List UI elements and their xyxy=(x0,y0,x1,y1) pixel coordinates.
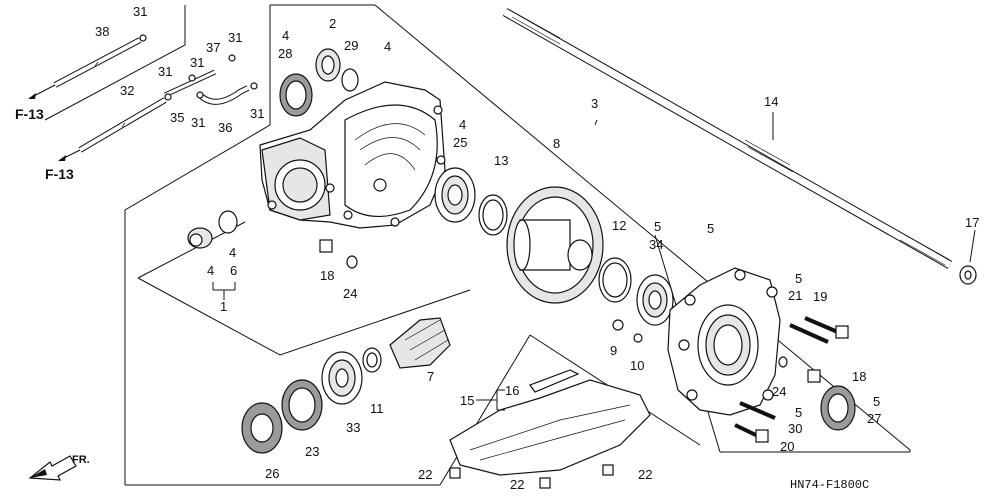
breather-tubes xyxy=(28,34,258,161)
callout-16[interactable]: 16 xyxy=(505,383,519,398)
pinion-assembly xyxy=(241,317,451,454)
callout-31[interactable]: 31 xyxy=(133,4,147,19)
callout-24[interactable]: 24 xyxy=(343,286,357,301)
bearings-middle xyxy=(598,257,674,326)
callout-17[interactable]: 17 xyxy=(965,215,979,230)
callout-29[interactable]: 29 xyxy=(344,38,358,53)
final-gear-case xyxy=(259,81,446,229)
callout-7[interactable]: 7 xyxy=(427,369,434,384)
callout-5[interactable]: 5 xyxy=(795,405,802,420)
skid-plate xyxy=(449,369,651,489)
callout-5[interactable]: 5 xyxy=(654,219,661,234)
callout-26[interactable]: 26 xyxy=(265,466,279,481)
callout-22[interactable]: 22 xyxy=(418,467,432,482)
callout-24[interactable]: 24 xyxy=(772,384,786,399)
callout-5[interactable]: 5 xyxy=(873,394,880,409)
callout-31[interactable]: 31 xyxy=(158,64,172,79)
housing-seals xyxy=(187,48,359,269)
callout-31[interactable]: 31 xyxy=(191,115,205,130)
bolts-right xyxy=(734,316,856,443)
callout-4[interactable]: 4 xyxy=(384,39,391,54)
callout-21[interactable]: 21 xyxy=(788,288,802,303)
callout-8[interactable]: 8 xyxy=(553,136,560,151)
callout-35[interactable]: 35 xyxy=(170,110,184,125)
callout-15[interactable]: 15 xyxy=(460,393,474,408)
callout-31[interactable]: 31 xyxy=(228,30,242,45)
callout-37[interactable]: 37 xyxy=(206,40,220,55)
gear-case-cover xyxy=(612,267,781,416)
front-mark-label: FR. xyxy=(72,454,90,466)
callout-4[interactable]: 4 xyxy=(459,117,466,132)
callout-19[interactable]: 19 xyxy=(813,289,827,304)
callout-1[interactable]: 1 xyxy=(220,299,227,314)
callout-18[interactable]: 18 xyxy=(320,268,334,283)
callout-23[interactable]: 23 xyxy=(305,444,319,459)
leader-lines xyxy=(212,112,976,411)
callout-5[interactable]: 5 xyxy=(795,271,802,286)
callout-11[interactable]: 11 xyxy=(370,401,384,416)
callout-22[interactable]: 22 xyxy=(638,467,652,482)
callout-20[interactable]: 20 xyxy=(780,439,794,454)
callout-14[interactable]: 14 xyxy=(764,94,778,109)
ring-gear xyxy=(506,186,604,304)
callout-4[interactable]: 4 xyxy=(207,263,214,278)
callout-25[interactable]: 25 xyxy=(453,135,467,150)
callout-18[interactable]: 18 xyxy=(852,369,866,384)
callout-28[interactable]: 28 xyxy=(278,46,292,61)
callout-13[interactable]: 13 xyxy=(494,153,508,168)
group-outline-lines xyxy=(44,4,911,486)
callout-22[interactable]: 22 xyxy=(510,477,524,492)
callout-9[interactable]: 9 xyxy=(610,343,617,358)
callout-5[interactable]: 5 xyxy=(707,221,714,236)
callout-31[interactable]: 31 xyxy=(190,55,204,70)
callout-12[interactable]: 12 xyxy=(612,218,626,233)
callout-36[interactable]: 36 xyxy=(218,120,232,135)
callout-10[interactable]: 10 xyxy=(630,358,644,373)
callout-2[interactable]: 2 xyxy=(329,16,336,31)
callout-4[interactable]: 4 xyxy=(229,245,236,260)
drawing-code: HN74-F1800C xyxy=(790,478,869,492)
callout-34[interactable]: 34 xyxy=(649,237,663,252)
callout-32[interactable]: 32 xyxy=(120,83,134,98)
drive-shaft xyxy=(502,8,977,285)
bearings-upper xyxy=(434,167,508,236)
callout-labels: 31 38 37 31 31 31 32 35 31 36 31 4 28 2 … xyxy=(95,4,979,492)
callout-38[interactable]: 38 xyxy=(95,24,109,39)
callout-3[interactable]: 3 xyxy=(591,96,598,111)
callout-30[interactable]: 30 xyxy=(788,421,802,436)
callout-33[interactable]: 33 xyxy=(346,420,360,435)
section-ref-f13-upper[interactable]: F-13 xyxy=(15,106,44,122)
callout-6[interactable]: 6 xyxy=(230,263,237,278)
section-ref-f13-lower[interactable]: F-13 xyxy=(45,166,74,182)
callout-27[interactable]: 27 xyxy=(867,411,881,426)
callout-31[interactable]: 31 xyxy=(250,106,264,121)
callout-4[interactable]: 4 xyxy=(282,28,289,43)
front-direction-arrow: FR. xyxy=(28,454,90,481)
